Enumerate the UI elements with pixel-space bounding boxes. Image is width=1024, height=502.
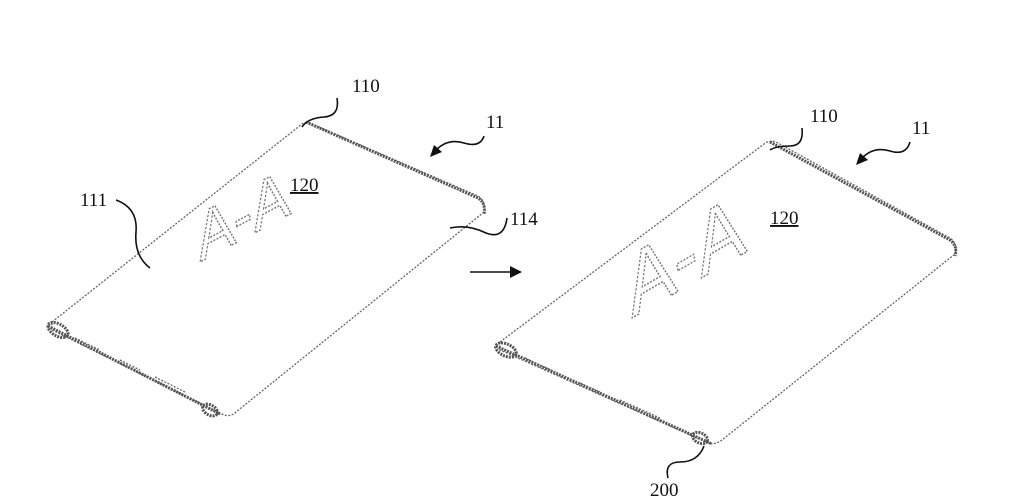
label-11-left: 11 xyxy=(486,112,504,133)
right-device-top-edge xyxy=(769,140,958,257)
arrow-right-icon xyxy=(510,266,522,278)
right-device-outline xyxy=(499,140,957,445)
arrowhead-icon xyxy=(430,145,442,157)
right-device-port-icon xyxy=(494,341,518,359)
left-device-top-edge xyxy=(305,120,486,215)
right-device: A-A 110 11 120 200 xyxy=(494,106,958,501)
left-screen-text: A-A xyxy=(192,154,294,276)
right-screen-text: A-A xyxy=(619,175,751,336)
leader-arrow xyxy=(435,135,485,151)
label-11-right: 11 xyxy=(912,118,930,139)
right-device-bottom-edge xyxy=(495,344,713,446)
right-device-speaker-grille xyxy=(524,357,661,419)
left-device-port-icon xyxy=(201,402,219,418)
arrowhead-icon xyxy=(856,153,868,165)
label-110-right: 110 xyxy=(810,106,838,127)
leader-line xyxy=(666,445,705,479)
label-111: 111 xyxy=(80,190,107,211)
label-114: 114 xyxy=(510,209,538,230)
leader-line xyxy=(769,127,804,151)
label-120-left: 120 xyxy=(290,175,319,196)
label-110-left: 110 xyxy=(352,76,380,97)
transition-arrow xyxy=(470,266,522,278)
label-120-right: 120 xyxy=(770,208,799,229)
leader-arrow xyxy=(861,141,911,159)
leader-line xyxy=(449,217,508,236)
label-200: 200 xyxy=(650,480,679,501)
left-device-port-icon xyxy=(46,320,70,340)
left-device-speaker-grille xyxy=(74,337,186,393)
leader-line xyxy=(115,199,151,269)
left-device: A-A 110 11 120 111 114 xyxy=(46,76,538,418)
left-device-bottom-edge xyxy=(47,324,221,416)
right-device-port-icon xyxy=(690,430,710,446)
leader-line xyxy=(301,97,339,128)
